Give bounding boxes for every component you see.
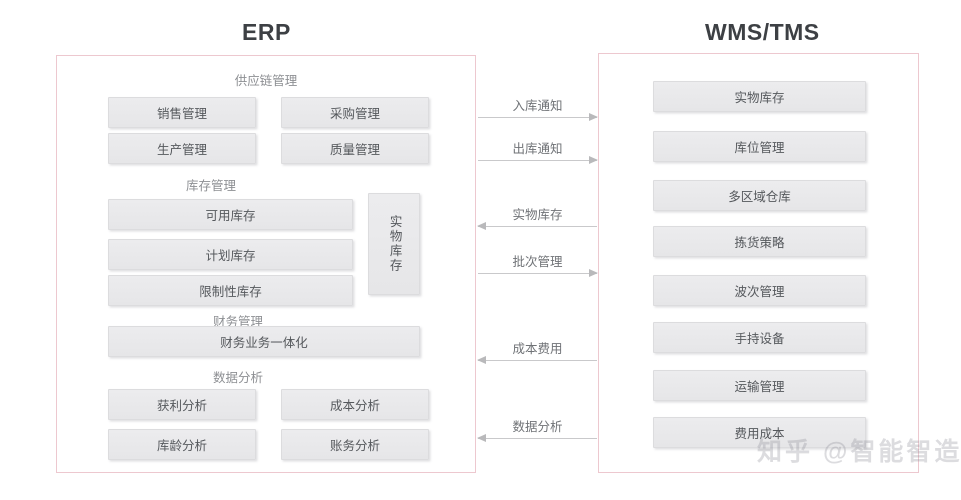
flow-label: 出库通知 bbox=[512, 142, 563, 156]
watermark: 知乎 @智能智造 bbox=[757, 438, 961, 466]
flow-label: 成本费用 bbox=[512, 342, 563, 356]
flow-line bbox=[478, 117, 597, 118]
wms-box-picking-strategy[interactable]: 拣货策略 bbox=[653, 226, 866, 257]
erp-box-cost-analysis[interactable]: 成本分析 bbox=[281, 389, 429, 420]
erp-box-finance-business-integration[interactable]: 财务业务一体化 bbox=[108, 326, 420, 357]
flow-label: 批次管理 bbox=[512, 255, 563, 269]
erp-section-label-data-analysis: 数据分析 bbox=[212, 371, 263, 385]
wms-box-wave-management[interactable]: 波次管理 bbox=[653, 275, 866, 306]
arrow-head-left-icon bbox=[477, 222, 486, 230]
flow-label: 实物库存 bbox=[512, 208, 563, 222]
arrow-head-right-icon bbox=[589, 156, 598, 164]
wms-box-handheld-device[interactable]: 手持设备 bbox=[653, 322, 866, 353]
flow-line bbox=[478, 438, 597, 439]
flow-label: 数据分析 bbox=[512, 420, 563, 434]
erp-section-label-finance: 财务管理 bbox=[212, 315, 263, 329]
erp-box-physical-inventory[interactable]: 实物库存 bbox=[368, 193, 420, 295]
flow-arrow-batch-management: 批次管理 bbox=[478, 255, 598, 277]
erp-box-inventory-age-analysis[interactable]: 库龄分析 bbox=[108, 429, 256, 460]
erp-box-profit-analysis[interactable]: 获利分析 bbox=[108, 389, 256, 420]
wms-box-transport-management[interactable]: 运输管理 bbox=[653, 370, 866, 401]
erp-box-quality-management[interactable]: 质量管理 bbox=[281, 133, 429, 164]
erp-panel-title: ERP bbox=[242, 19, 291, 45]
flow-arrow-outbound-notice: 出库通知 bbox=[478, 142, 598, 164]
arrow-head-right-icon bbox=[589, 269, 598, 277]
flow-arrow-data-analysis: 数据分析 bbox=[477, 420, 597, 442]
erp-box-account-analysis[interactable]: 账务分析 bbox=[281, 429, 429, 460]
flow-arrow-physical-inventory: 实物库存 bbox=[477, 208, 597, 230]
wms-box-multi-zone-warehouse[interactable]: 多区域仓库 bbox=[653, 180, 866, 211]
wms-panel bbox=[598, 53, 919, 473]
wms-panel-title: WMS/TMS bbox=[705, 19, 820, 45]
erp-box-planned-inventory[interactable]: 计划库存 bbox=[108, 239, 353, 270]
wms-box-expense-cost[interactable]: 费用成本 bbox=[653, 417, 866, 448]
flow-label: 入库通知 bbox=[512, 99, 563, 113]
flow-line bbox=[478, 360, 597, 361]
erp-section-label-inventory: 库存管理 bbox=[185, 179, 236, 193]
flow-line bbox=[478, 273, 597, 274]
arrow-head-left-icon bbox=[477, 356, 486, 364]
flow-line bbox=[478, 226, 597, 227]
erp-box-production-management[interactable]: 生产管理 bbox=[108, 133, 256, 164]
arrow-head-left-icon bbox=[477, 434, 486, 442]
wms-box-physical-inventory[interactable]: 实物库存 bbox=[653, 81, 866, 112]
erp-box-available-inventory[interactable]: 可用库存 bbox=[108, 199, 353, 230]
flow-arrow-inbound-notice: 入库通知 bbox=[478, 99, 598, 121]
erp-section-label-supply-chain: 供应链管理 bbox=[234, 74, 298, 88]
erp-box-purchase-management[interactable]: 采购管理 bbox=[281, 97, 429, 128]
erp-box-restricted-inventory[interactable]: 限制性库存 bbox=[108, 275, 353, 306]
flow-arrow-cost-expense: 成本费用 bbox=[477, 342, 597, 364]
arrow-head-right-icon bbox=[589, 113, 598, 121]
wms-box-location-management[interactable]: 库位管理 bbox=[653, 131, 866, 162]
flow-line bbox=[478, 160, 597, 161]
erp-box-sales-management[interactable]: 销售管理 bbox=[108, 97, 256, 128]
